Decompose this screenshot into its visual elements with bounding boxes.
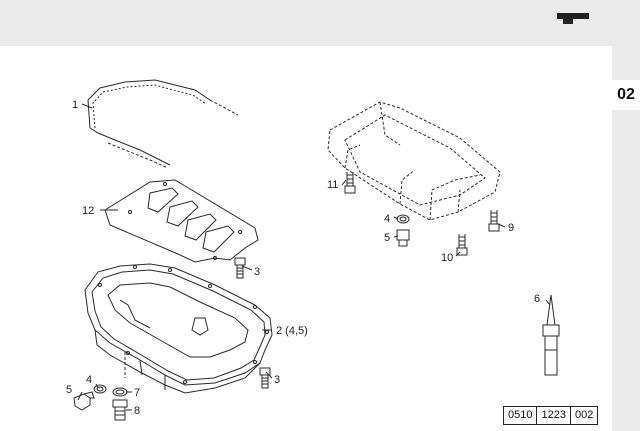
oil-pan: [84, 263, 273, 394]
bolt-3-upper: [234, 257, 246, 279]
callout-5-right: 5: [384, 232, 390, 244]
header-band: [0, 0, 640, 46]
reference-code-part-1: 0510: [508, 409, 533, 421]
callout-3-upper: 3: [254, 266, 260, 278]
callout-11: 11: [327, 179, 338, 191]
plug-8: [112, 399, 128, 421]
callout-4-right: 4: [384, 213, 390, 225]
reference-code-part-3: 002: [569, 407, 597, 424]
crankcase-outline: [327, 101, 501, 221]
bolt-3-lower: [259, 367, 271, 389]
plug-5: [396, 229, 410, 247]
sealing-washer: [93, 384, 107, 394]
callout-12: 12: [82, 205, 94, 217]
reference-code-box: 0510 1223 002: [503, 406, 599, 425]
oil-pan-gasket: [87, 79, 239, 169]
washer-4: [396, 214, 410, 224]
sealant-tube: [542, 294, 560, 376]
reference-code-part-2: 1223: [536, 407, 569, 424]
callout-10: 10: [441, 252, 453, 264]
bolt-11: [344, 172, 356, 194]
section-badge[interactable]: 02: [612, 80, 640, 110]
sealing-ring-7: [112, 387, 128, 397]
bolt-9: [488, 210, 500, 232]
callout-4-left: 4: [86, 374, 92, 386]
callout-9: 9: [508, 222, 514, 234]
bolt-10: [456, 234, 468, 256]
side-tab-strip: [612, 46, 640, 431]
baffle-plate: [104, 179, 259, 263]
drain-plug: [73, 391, 95, 411]
callout-8: 8: [134, 405, 140, 417]
callout-1: 1: [72, 99, 78, 111]
callout-5-left: 5: [66, 384, 72, 396]
callout-2: 2 (4,5): [276, 325, 308, 337]
callout-6: 6: [534, 293, 540, 305]
callout-3-lower: 3: [274, 374, 280, 386]
section-tab-marker-icon: [557, 13, 589, 24]
callout-7: 7: [134, 387, 140, 399]
leader-lines: [77, 103, 551, 411]
